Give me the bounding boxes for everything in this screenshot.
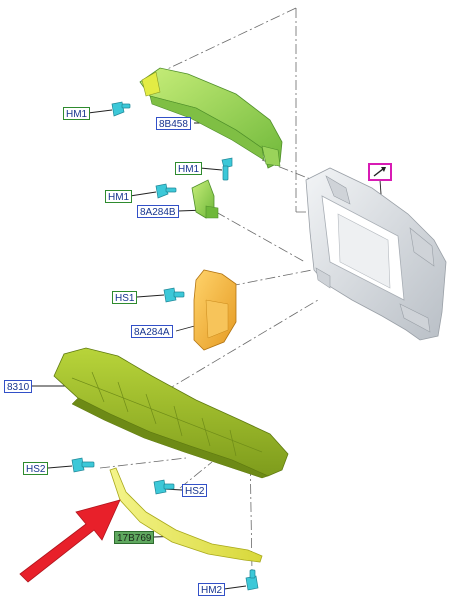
- callout-hm1-top: HM1: [63, 107, 91, 120]
- callout-hm1-left: HM1: [105, 190, 133, 203]
- fastener-hm1-mid: [221, 157, 233, 181]
- fastener-hs2-left: [71, 457, 95, 473]
- alignment-lines: [99, 7, 322, 573]
- fasteners: [71, 101, 259, 591]
- trim-strip-17b769: [109, 467, 263, 563]
- air-deflector-8310: [53, 347, 289, 479]
- callout-hs2-right: HS2: [182, 484, 208, 497]
- fastener-hs2-right: [153, 479, 175, 495]
- fastener-hs1: [163, 287, 185, 303]
- fastener-hm1-left: [155, 183, 177, 199]
- bracket-8b458: [139, 67, 283, 169]
- callout-8b458: 8B458: [156, 117, 191, 130]
- pencil-arrow-icon: [373, 167, 386, 177]
- bracket-8a284b: [191, 179, 219, 219]
- radiator-support-carrier: [305, 167, 447, 341]
- callout-8a284b: 8A284B: [137, 205, 179, 218]
- callout-hs1: HS1: [112, 291, 138, 304]
- fastener-hm2: [245, 569, 259, 591]
- red-arrow-icon: [19, 499, 121, 583]
- callout-17b769: 17B769: [114, 531, 155, 544]
- callout-hm2: HM2: [198, 583, 226, 596]
- callout-hm1-mid: HM1: [175, 162, 203, 175]
- air-duct-8a284a: [193, 269, 237, 351]
- callout-hs2-left: HS2: [23, 462, 49, 475]
- callout-8310: 8310: [4, 380, 33, 393]
- fastener-hm1-top: [111, 101, 131, 117]
- callout-8a284a: 8A284A: [131, 325, 173, 338]
- reference-callout[interactable]: [368, 163, 392, 181]
